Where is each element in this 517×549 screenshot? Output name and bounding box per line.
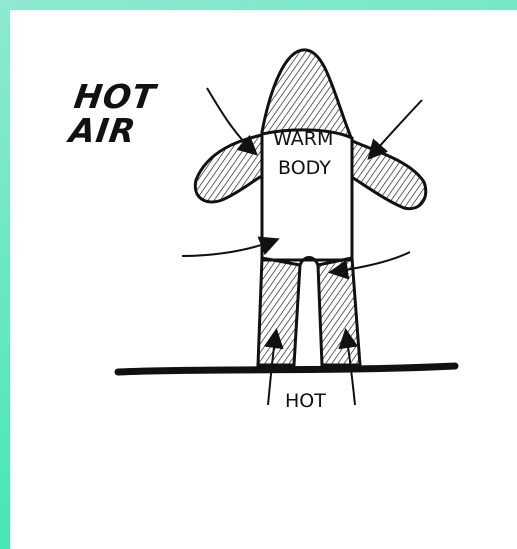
- arrow-upper-left: [206, 87, 258, 156]
- arrow-upper-right: [367, 99, 423, 160]
- warm-label: WARM: [273, 128, 334, 150]
- ground-line: [114, 362, 459, 376]
- ground-hot-label: HOT: [285, 390, 326, 412]
- arrow-mid-right: [328, 251, 411, 280]
- body-figure: [193, 48, 428, 367]
- body-label: BODY: [278, 157, 331, 179]
- hot-air-label-line2: AIR: [66, 111, 139, 150]
- arrow-mid-left: [181, 236, 280, 257]
- hot-air-label-line1: HOT: [71, 77, 159, 116]
- arrow-bottom-left: [263, 328, 284, 406]
- arrow-bottom-right: [338, 328, 359, 406]
- hot-air-label: HOT AIR: [66, 77, 159, 150]
